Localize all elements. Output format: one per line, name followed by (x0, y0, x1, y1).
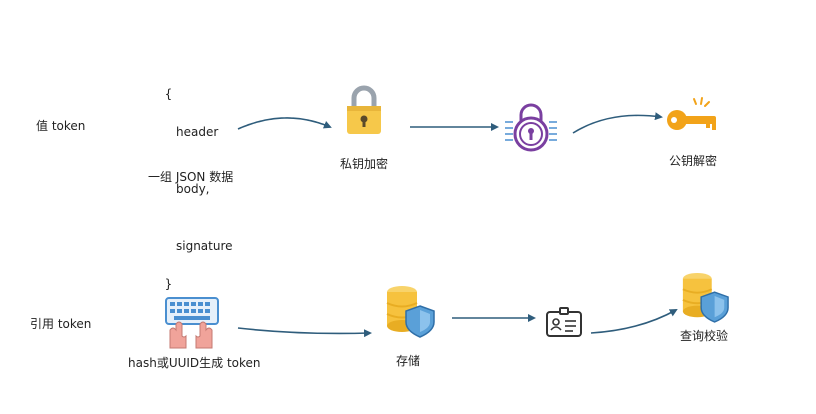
database-shield-verify-icon (682, 272, 729, 323)
id-card-icon (546, 307, 582, 337)
row-label-value-token: 值 token (36, 119, 86, 133)
encrypt-label: 私钥加密 (340, 157, 389, 171)
arrow-keyboard-to-store (237, 327, 372, 338)
json-block: { header body, signature } (157, 66, 233, 294)
arrow-json-to-encrypt (237, 117, 332, 130)
database-shield-icon (386, 286, 435, 338)
key-icon (667, 97, 716, 130)
decrypt-label: 公钥解密 (669, 154, 718, 168)
row-label-reference-token: 引用 token (30, 317, 92, 331)
arrow-id-card-to-verify (590, 309, 678, 334)
keyboard-hands-icon (165, 297, 219, 349)
json-close-brace: } (164, 277, 173, 291)
generate-label: hash或UUID生成 token (128, 356, 261, 370)
json-open-brace: { (164, 87, 173, 101)
json-caption: 一组 JSON 数据 (148, 170, 234, 184)
arrow-purple-lock-to-key (572, 112, 663, 134)
padlock-icon (347, 85, 381, 134)
json-line-body: body, (176, 182, 210, 196)
verify-label: 查询校验 (680, 329, 729, 343)
json-line-header: header (176, 125, 219, 139)
json-line-signature: signature (176, 239, 233, 253)
store-label: 存储 (396, 354, 421, 368)
purple-lock-icon (505, 103, 557, 152)
